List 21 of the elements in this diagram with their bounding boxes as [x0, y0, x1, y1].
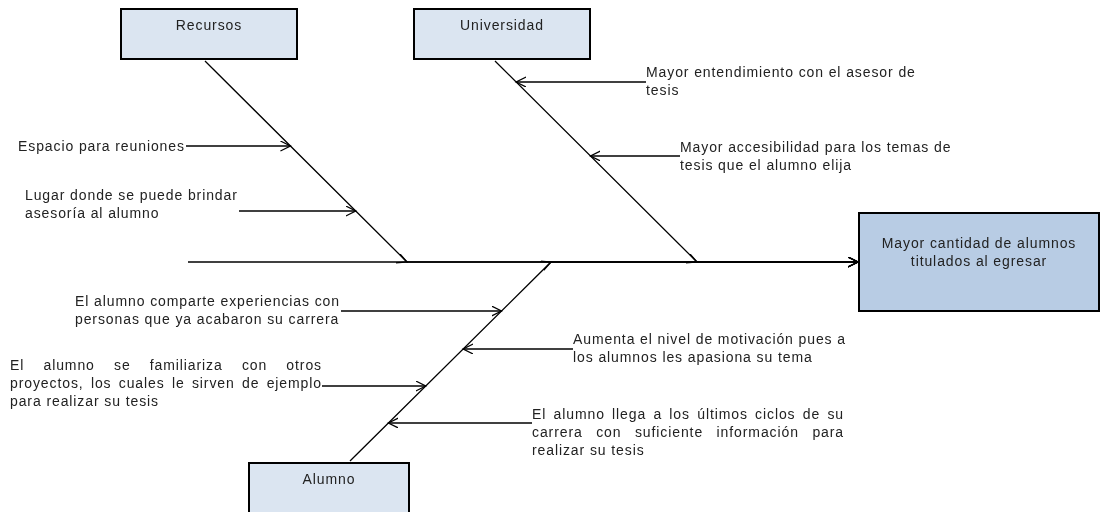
- category-box: Recursos: [120, 8, 298, 60]
- arrow: [340, 305, 503, 317]
- category-box: Alumno: [248, 462, 410, 512]
- arrow: [589, 150, 681, 162]
- cause-text: Aumenta el nivel de motivación pues a los alumnos les apasiona su tema: [573, 330, 847, 366]
- arrow: [185, 140, 292, 152]
- cause-text: El alumno llega a los últimos ciclos de su carrera con suficiente información para realizar su tesis: [532, 405, 844, 459]
- cause-text: El alumno comparte experiencias con personas que ya acabaron su carrera: [75, 292, 341, 328]
- cause-text: Mayor entendimiento con el asesor de tesis: [646, 63, 917, 99]
- arrow: [462, 343, 574, 355]
- arrow: [387, 417, 533, 429]
- arrow: [515, 76, 647, 88]
- arrow: [321, 380, 427, 392]
- arrow: [238, 205, 357, 217]
- cause-text: Lugar donde se puede brindar asesoría al alumno: [25, 186, 239, 222]
- effect-box: Mayor cantidad de alumnos titulados al egresar: [858, 212, 1100, 312]
- cause-text: El alumno se familiariza con otros proyectos, los cuales le sirven de ejemplo para realizar su tesis: [10, 356, 322, 410]
- cause-text: Espacio para reuniones: [18, 137, 186, 155]
- arrow: [349, 257, 859, 462]
- cause-text: Mayor accesibilidad para los temas de tesis que el alumno elija: [680, 138, 953, 174]
- category-box: Universidad: [413, 8, 591, 60]
